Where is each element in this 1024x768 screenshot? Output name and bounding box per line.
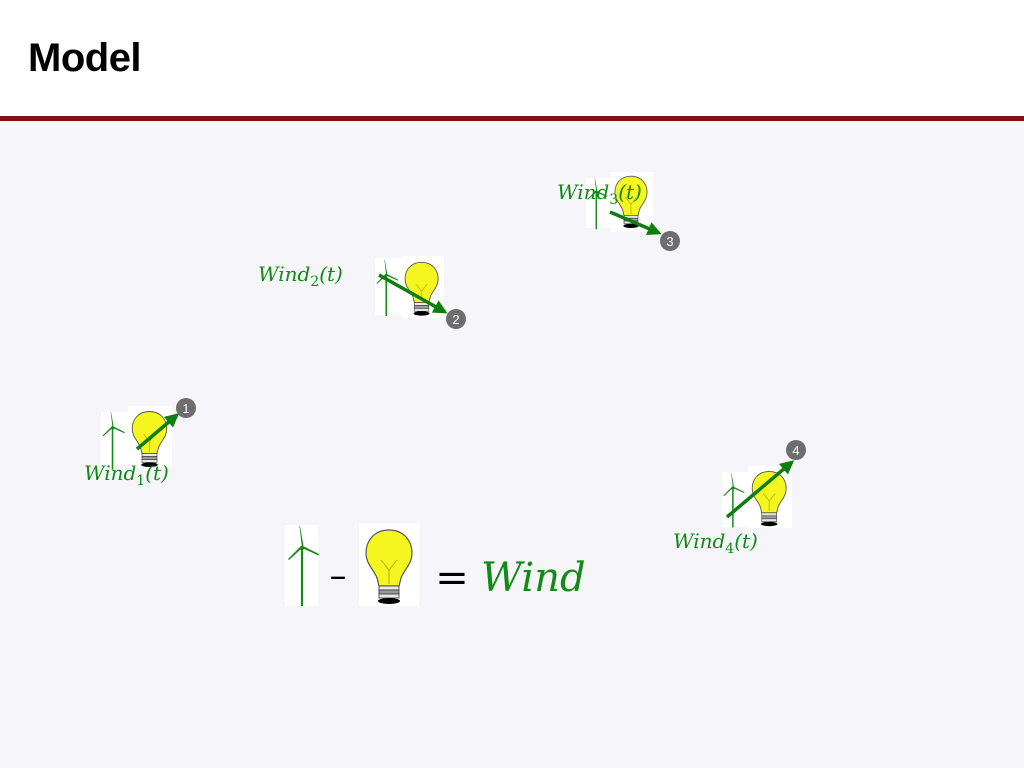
equals-sign: = bbox=[435, 555, 469, 601]
legend-equation: – = Wind bbox=[285, 523, 586, 608]
slide-title: Model bbox=[28, 36, 142, 80]
slide-header: Model bbox=[0, 0, 1024, 118]
node-wind-label: Wind4(t) bbox=[673, 529, 758, 557]
turbine-backdrop bbox=[722, 472, 748, 527]
wind-flow-arrow bbox=[135, 413, 180, 451]
wind-flow-arrow bbox=[378, 273, 448, 314]
node-badge-number: 4 bbox=[792, 443, 799, 458]
wind-flow-arrow bbox=[725, 460, 795, 519]
node-wind-label: Wind2(t) bbox=[258, 262, 343, 290]
node-4: 4 Wind4(t) bbox=[673, 440, 806, 557]
node-badge-number: 2 bbox=[452, 312, 459, 327]
node-1: 1 Wind1(t) bbox=[84, 398, 196, 489]
node-2: 2 Wind2(t) bbox=[258, 256, 466, 329]
turbine-backdrop bbox=[101, 412, 129, 467]
node-badge-number: 1 bbox=[182, 401, 189, 416]
wind-flow-arrow bbox=[609, 210, 662, 236]
node-badge bbox=[786, 440, 806, 460]
node-wind-label: Wind3(t) bbox=[557, 180, 642, 208]
node-3: 3 Wind3(t) bbox=[557, 172, 680, 251]
header-divider bbox=[0, 116, 1024, 121]
node-badge bbox=[446, 309, 466, 329]
node-badge bbox=[660, 231, 680, 251]
node-badge bbox=[176, 398, 196, 418]
turbine-backdrop bbox=[586, 178, 612, 228]
node-wind-label: Wind1(t) bbox=[84, 461, 169, 489]
node-badge-number: 3 bbox=[666, 234, 673, 249]
wind-result-label: Wind bbox=[481, 555, 586, 601]
minus-sign: – bbox=[330, 556, 347, 596]
